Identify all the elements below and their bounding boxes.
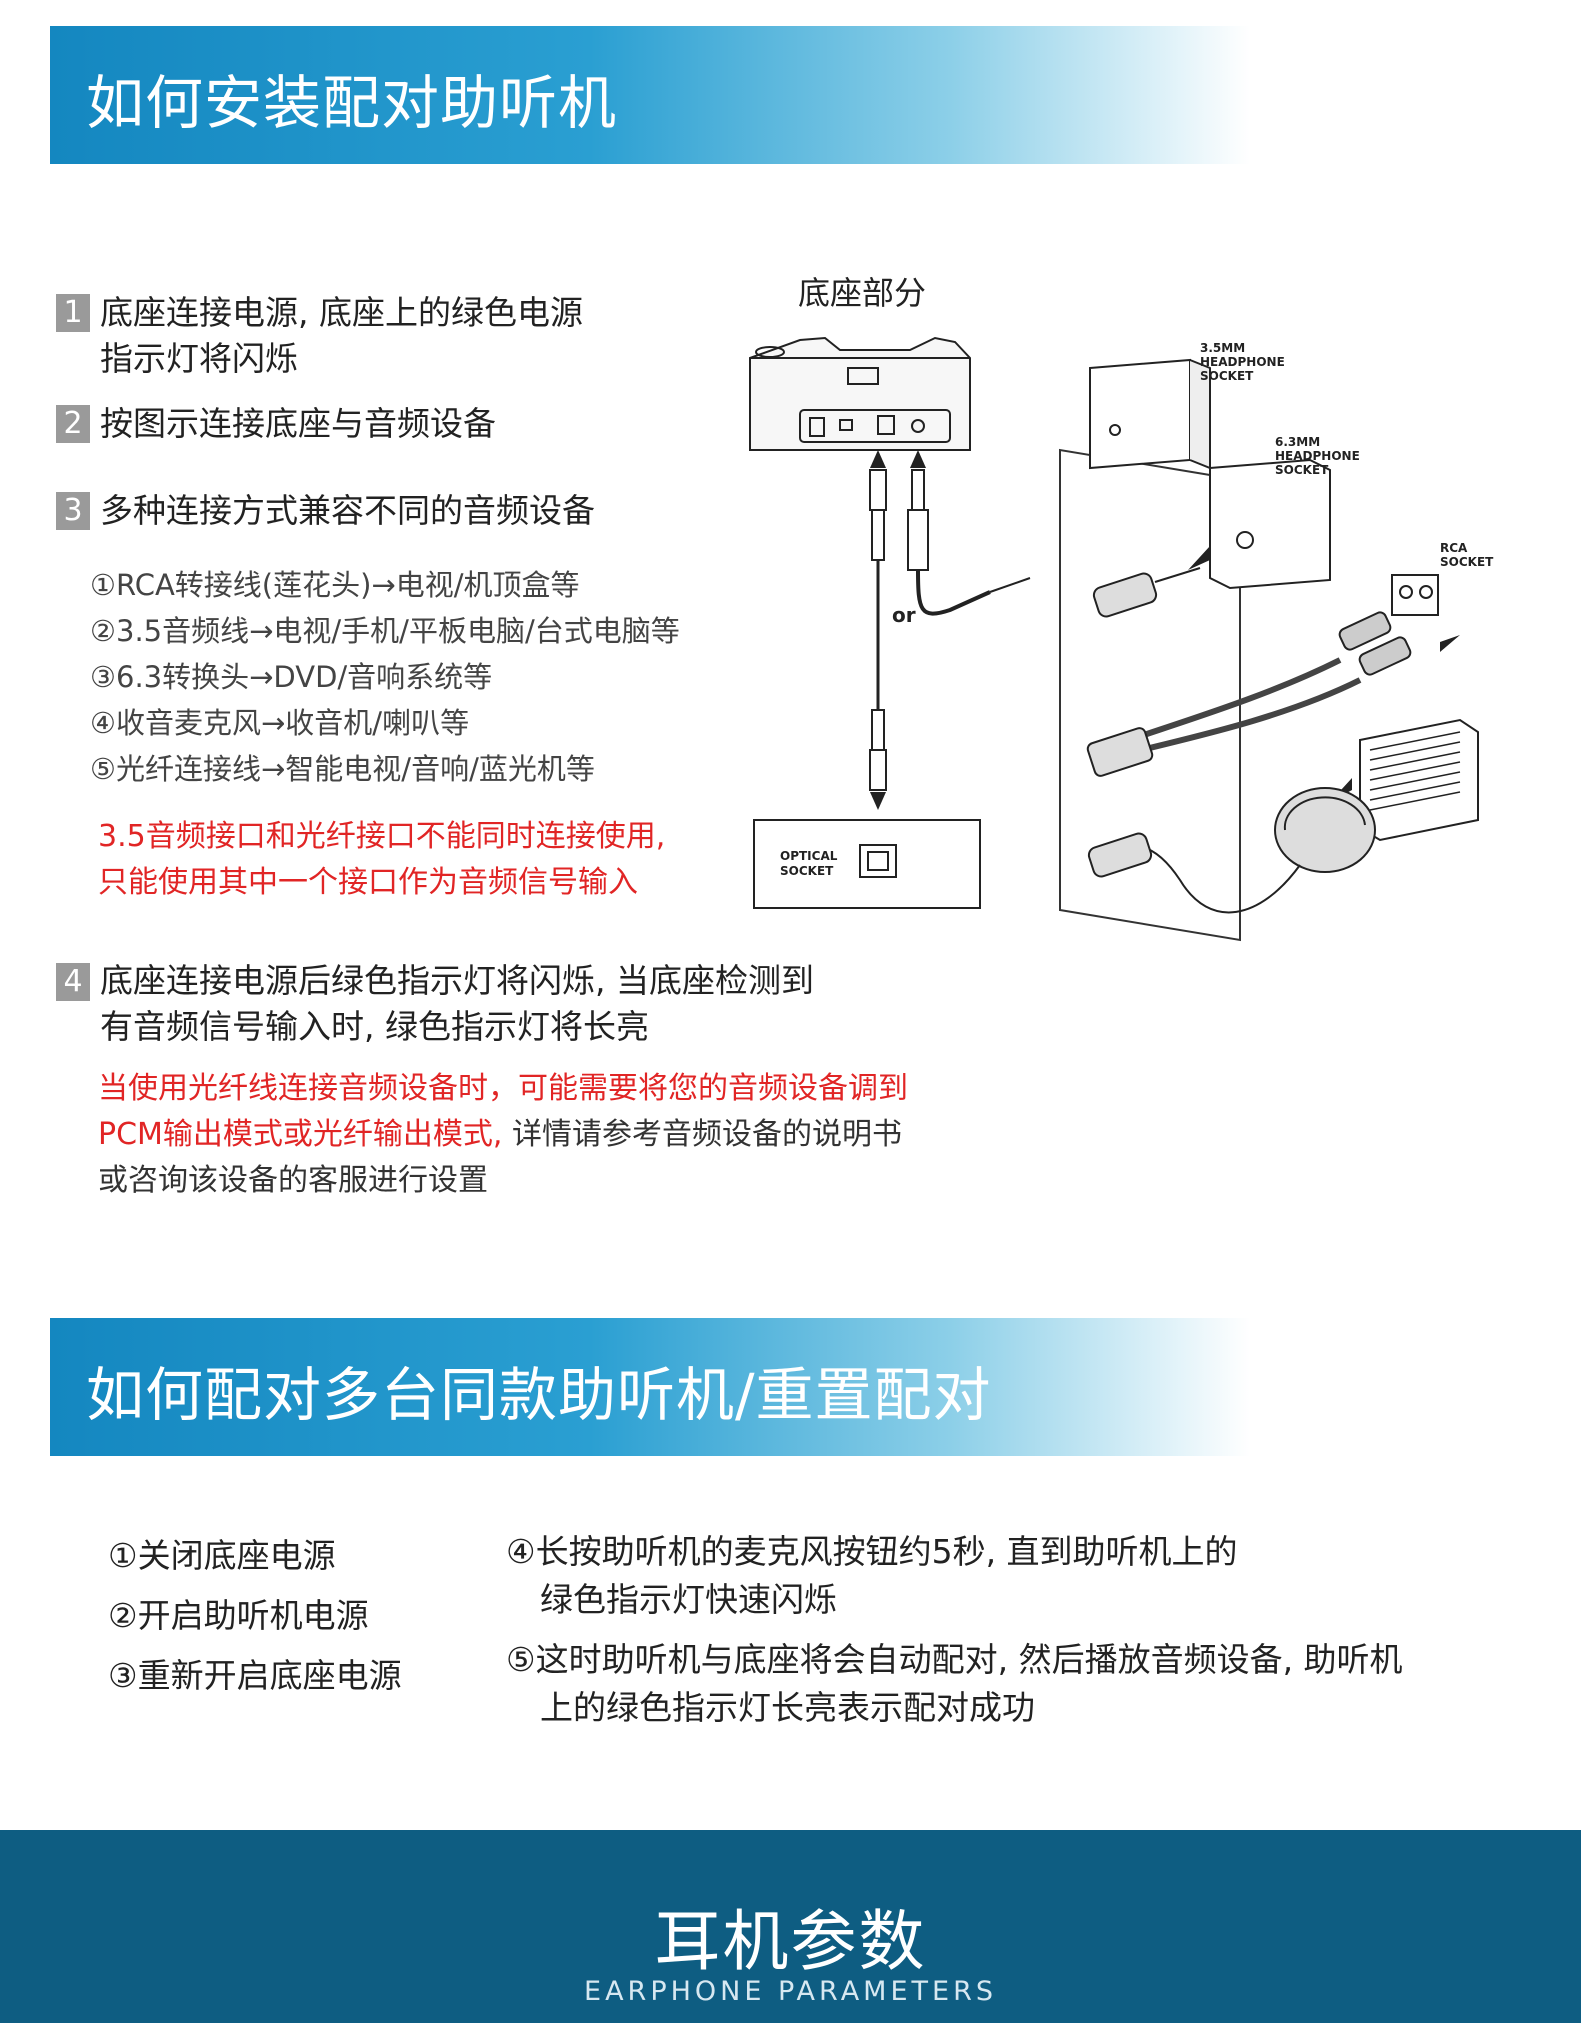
step-4-line-2: 有音频信号输入时, 绿色指示灯将长亮: [100, 1007, 649, 1046]
step-1-text: 底座连接电源, 底座上的绿色电源 指示灯将闪烁: [100, 290, 583, 382]
warning-line-1: 3.5音频接口和光纤接口不能同时连接使用,: [98, 819, 666, 854]
optical-socket-label-1: OPTICAL: [780, 849, 838, 863]
footer-banner: 耳机参数 EARPHONE PARAMETERS: [0, 1830, 1581, 2023]
list-item: ④收音麦克风→收音机/喇叭等: [90, 706, 470, 740]
optical-socket-label-2: SOCKET: [780, 864, 834, 878]
step-badge-4: 4: [56, 963, 90, 1001]
pairing-steps-left: ①关闭底座电源 ②开启助听机电源 ③重新开启底座电源: [108, 1526, 402, 1706]
step-line: ⑤这时助听机与底座将会自动配对, 然后播放音频设备, 助听机: [506, 1640, 1403, 1679]
hp63-label-3: SOCKET: [1275, 463, 1329, 477]
list-item: ⑤光纤连接线→智能电视/音响/蓝光机等: [90, 752, 595, 786]
optical-note-line-3: 或咨询该设备的客服进行设置: [98, 1163, 488, 1198]
optical-note-line-1: 当使用光纤线连接音频设备时，可能需要将您的音频设备调到: [98, 1071, 908, 1106]
list-item: ①关闭底座电源: [108, 1536, 336, 1575]
list-item: ③6.3转换头→DVD/音响系统等: [90, 660, 493, 694]
hp35-label-1: 3.5MM: [1200, 341, 1245, 355]
list-item: ①RCA转接线(莲花头)→电视/机顶盒等: [90, 568, 580, 602]
footer-subtitle: EARPHONE PARAMETERS: [584, 1976, 997, 2007]
step-line: ④长按助听机的麦克风按钮约5秒, 直到助听机上的: [506, 1532, 1238, 1571]
diagram-caption: 底座部分: [798, 274, 927, 312]
step-3-text: 多种连接方式兼容不同的音频设备: [100, 491, 595, 530]
section-title: 如何配对多台同款助听机/重置配对: [86, 1361, 992, 1429]
hp63-label-2: HEADPHONE: [1275, 449, 1360, 463]
hp35-label-3: SOCKET: [1200, 369, 1254, 383]
list-item: ③重新开启底座电源: [108, 1656, 402, 1695]
step-badge-2: 2: [56, 405, 90, 443]
connection-methods-list: ①RCA转接线(莲花头)→电视/机顶盒等 ②3.5音频线→电视/手机/平板电脑/…: [90, 562, 680, 792]
hp35-label-2: HEADPHONE: [1200, 355, 1285, 369]
base-station-illustration: [749, 336, 971, 451]
optical-note-line-2: PCM输出模式或光纤输出模式, 详情请参考音频设备的说明书: [98, 1112, 908, 1158]
step-1-line-2: 指示灯将闪烁: [100, 339, 298, 378]
connection-diagram: or OPTICAL SOCKET 3.5MM HEADPHONE SOCKET…: [749, 336, 1494, 942]
pairing-steps-right: ④长按助听机的麦克风按钮约5秒, 直到助听机上的 绿色指示灯快速闪烁 ⑤这时助听…: [506, 1528, 1403, 1744]
step-badge-3: 3: [56, 492, 90, 530]
list-item: ④长按助听机的麦克风按钮约5秒, 直到助听机上的 绿色指示灯快速闪烁: [506, 1528, 1403, 1624]
step-line: 上的绿色指示灯长亮表示配对成功: [540, 1688, 1035, 1727]
list-item: ②开启助听机电源: [108, 1596, 369, 1635]
rca-label-2: SOCKET: [1440, 555, 1494, 569]
step-4-text: 底座连接电源后绿色指示灯将闪烁, 当底座检测到 有音频信号输入时, 绿色指示灯将…: [100, 958, 814, 1050]
section-banner-pairing: 如何配对多台同款助听机/重置配对: [50, 1318, 1250, 1456]
warning-note: 3.5音频接口和光纤接口不能同时连接使用, 只能使用其中一个接口作为音频信号输入: [98, 814, 665, 906]
step-4-line-1: 底座连接电源后绿色指示灯将闪烁, 当底座检测到: [100, 961, 814, 1000]
footer-title: 耳机参数: [654, 1903, 927, 1980]
optical-note: 当使用光纤线连接音频设备时，可能需要将您的音频设备调到 PCM输出模式或光纤输出…: [98, 1066, 908, 1204]
step-badge-1: 1: [56, 294, 90, 332]
step-line: 绿色指示灯快速闪烁: [540, 1580, 837, 1619]
warning-line-2: 只能使用其中一个接口作为音频信号输入: [98, 865, 638, 900]
aux-cable: [907, 469, 1031, 616]
or-label: or: [892, 603, 916, 627]
rca-label-1: RCA: [1440, 541, 1468, 555]
section-title: 如何安装配对助听机: [86, 69, 618, 137]
optical-cable: [869, 469, 887, 791]
step-1-line-1: 底座连接电源, 底座上的绿色电源: [100, 293, 583, 332]
list-item: ②3.5音频线→电视/手机/平板电脑/台式电脑等: [90, 614, 680, 648]
step-2-text: 按图示连接底座与音频设备: [100, 404, 496, 443]
section-banner-install: 如何安装配对助听机: [50, 26, 1250, 164]
hp63-label-1: 6.3MM: [1275, 435, 1320, 449]
optical-note-red-part: PCM输出模式或光纤输出模式,: [98, 1117, 503, 1152]
list-item: ⑤这时助听机与底座将会自动配对, 然后播放音频设备, 助听机 上的绿色指示灯长亮…: [506, 1636, 1403, 1732]
optical-note-black-part: 详情请参考音频设备的说明书: [502, 1117, 903, 1152]
